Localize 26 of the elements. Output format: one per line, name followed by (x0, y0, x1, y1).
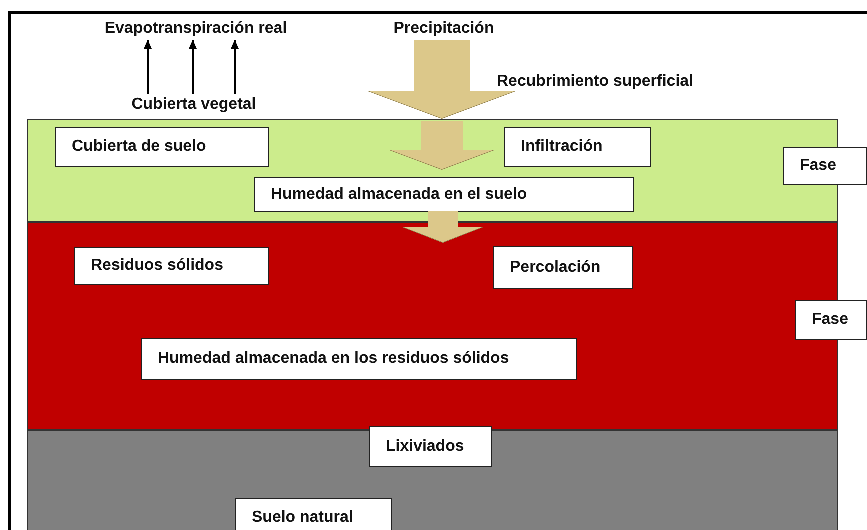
text-box (783, 147, 867, 185)
text-box (235, 498, 392, 530)
text-box (141, 338, 577, 380)
flow-label: Cubierta vegetal (132, 96, 256, 114)
box-label: Suelo natural (252, 509, 354, 527)
box-label: Infiltración (521, 138, 603, 156)
flow-label: Recubrimiento superficial (497, 73, 694, 91)
flow-label: Evapotranspiración real (104, 20, 288, 38)
box-label: Humedad almacenada en el suelo (271, 186, 528, 204)
soil-layer-band (27, 430, 838, 530)
box-label: Residuos sólidos (91, 257, 224, 275)
text-box (504, 127, 651, 167)
box-label: Humedad almacenada en los residuos sólidos (158, 350, 510, 368)
flow-label: Precipitación (394, 20, 494, 38)
text-box (254, 177, 634, 212)
box-label: Lixiviados (386, 438, 464, 456)
box-label: Percolación (510, 258, 601, 276)
text-box (55, 127, 269, 167)
soil-layer-band (27, 119, 838, 222)
text-box (74, 247, 269, 285)
text-box (493, 246, 633, 289)
box-label: Fase (812, 311, 848, 329)
text-box (795, 300, 867, 340)
text-box (369, 426, 492, 467)
box-label: Cubierta de suelo (72, 138, 206, 156)
box-label: Fase (800, 157, 836, 175)
